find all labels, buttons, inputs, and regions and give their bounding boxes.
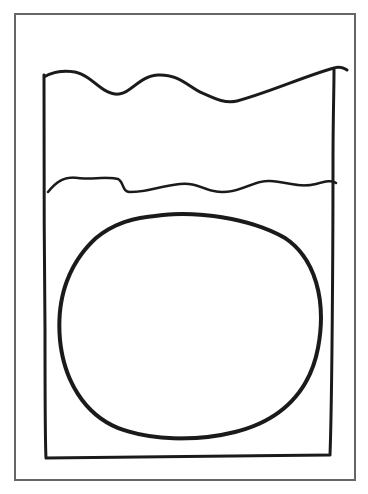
upper-liquid-surface <box>44 67 347 102</box>
submerged-round-object <box>59 214 321 438</box>
lower-liquid-surface <box>48 178 336 192</box>
